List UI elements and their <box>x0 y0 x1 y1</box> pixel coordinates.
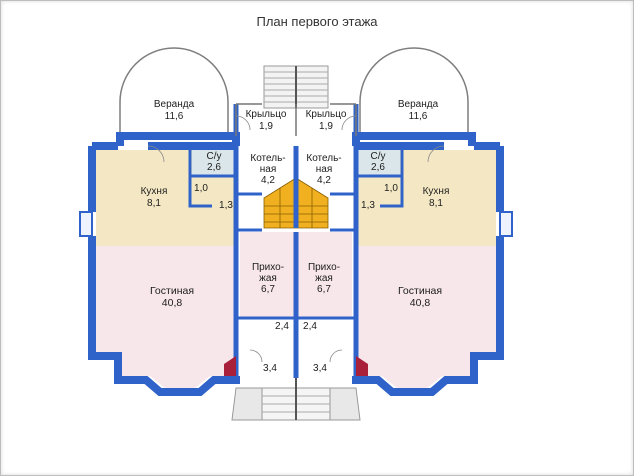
left-wc <box>192 150 236 176</box>
right-wc <box>356 150 400 176</box>
left-boiler-area: 4,2 <box>261 175 275 186</box>
right-living-label: Гостиная <box>398 285 442 297</box>
right-wc-area: 2,6 <box>371 162 385 173</box>
fireplaces <box>224 356 368 376</box>
left-hall-label-2: жая <box>259 273 277 284</box>
left-closet-area: 1,0 <box>194 183 208 194</box>
right-veranda-label: Веранда <box>398 99 439 110</box>
right-boiler-label-2: ная <box>316 164 333 175</box>
left-wc-label: С/у <box>207 151 222 162</box>
left-small-area: 1,3 <box>219 200 233 211</box>
left-vestibule-area: 2,4 <box>275 321 289 332</box>
right-hallway <box>298 232 352 318</box>
left-veranda <box>119 47 229 137</box>
right-kitchen-area: 8,1 <box>429 198 443 209</box>
right-hall-label-2: жая <box>315 273 333 284</box>
right-hall-label-1: Прихо- <box>308 262 340 273</box>
left-living-area: 40,8 <box>162 297 183 309</box>
right-living-room <box>356 246 496 388</box>
interior-walls <box>233 104 359 378</box>
right-wc-label: С/у <box>371 151 386 162</box>
right-hall-area: 6,7 <box>317 284 331 295</box>
left-kitchen-area: 8,1 <box>147 198 161 209</box>
exterior-walls <box>88 132 504 396</box>
left-hall-area: 6,7 <box>261 284 275 295</box>
right-vestibule <box>298 320 352 376</box>
partition-walls <box>188 148 404 320</box>
right-living-area: 40,8 <box>410 297 431 309</box>
left-veranda-label: Веранда <box>154 99 195 110</box>
left-entry-area: 3,4 <box>263 363 277 374</box>
left-boiler-label-2: ная <box>260 164 277 175</box>
left-boiler-label-1: Котель- <box>250 153 285 164</box>
left-vestibule <box>240 320 294 376</box>
right-porch-label: Крыльцо <box>306 109 347 120</box>
left-wc-area: 2,6 <box>207 162 221 173</box>
left-hallway <box>240 232 294 318</box>
right-vestibule-area: 2,4 <box>303 321 317 332</box>
right-veranda <box>359 47 469 137</box>
side-windows <box>79 211 513 237</box>
bottom-entry-stairs <box>231 376 361 421</box>
plan-title: План первого этажа <box>256 14 378 29</box>
top-entry-stairs <box>263 65 329 109</box>
porch-walls <box>235 103 357 136</box>
left-porch-label: Крыльцо <box>246 109 287 120</box>
right-closet-area: 1,0 <box>384 183 398 194</box>
door-swings <box>147 115 445 363</box>
right-veranda-area: 11,6 <box>409 111 428 122</box>
right-boiler-label-1: Котель- <box>306 153 341 164</box>
left-kitchen-label: Кухня <box>141 186 168 197</box>
left-living-label: Гостиная <box>150 285 194 297</box>
right-entry-area: 3,4 <box>313 363 327 374</box>
right-boiler-area: 4,2 <box>317 175 331 186</box>
left-veranda-area: 11,6 <box>165 111 184 122</box>
left-porch-area: 1,9 <box>259 121 273 132</box>
right-kitchen-label: Кухня <box>423 186 450 197</box>
left-hall-label-1: Прихо- <box>252 262 284 273</box>
left-living-room <box>96 246 236 388</box>
right-small-area: 1,3 <box>361 200 375 211</box>
right-porch-area: 1,9 <box>319 121 333 132</box>
